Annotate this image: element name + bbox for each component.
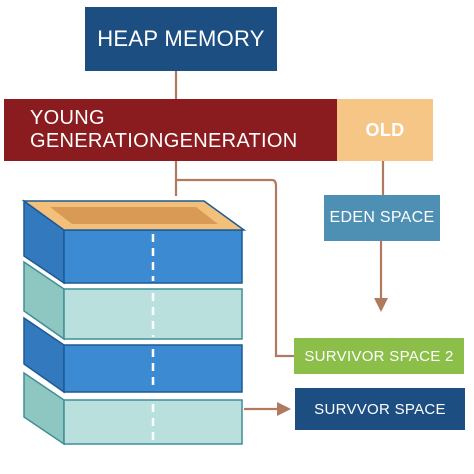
connectors xyxy=(174,71,385,411)
eden-to-survivor2-arrowhead xyxy=(374,298,388,312)
eden-space-box: EDEN SPACE xyxy=(324,195,440,241)
young-generation-box: YOUNG GENERATIONGENERATION xyxy=(4,99,338,161)
memory-block-layer-1 xyxy=(23,199,243,285)
memory-block-layer-3 xyxy=(23,316,243,394)
young-to-survivor2-connector xyxy=(176,178,294,358)
heap-memory-box: HEAP MEMORY xyxy=(85,7,277,71)
young-generation-label: YOUNG GENERATIONGENERATION xyxy=(30,107,298,152)
survivor-space-box: SURVVOR SPACE xyxy=(295,388,465,430)
survivor-space-2-label: SURVIVOR SPACE 2 xyxy=(304,347,454,365)
stack-to-survivor-arrowhead xyxy=(277,402,291,416)
memory-block-top xyxy=(21,200,247,231)
eden-space-label: EDEN SPACE xyxy=(329,209,435,226)
survivor-space-2-box: SURVIVOR SPACE 2 xyxy=(294,338,464,374)
memory-block-layer-4 xyxy=(23,371,243,446)
old-generation-label: OLD xyxy=(365,119,405,140)
heap-memory-label: HEAP MEMORY xyxy=(97,26,265,51)
survivor-space-label: SURVVOR SPACE xyxy=(314,400,446,418)
old-generation-box: OLD xyxy=(337,99,433,161)
memory-block-layer-2 xyxy=(23,260,243,341)
